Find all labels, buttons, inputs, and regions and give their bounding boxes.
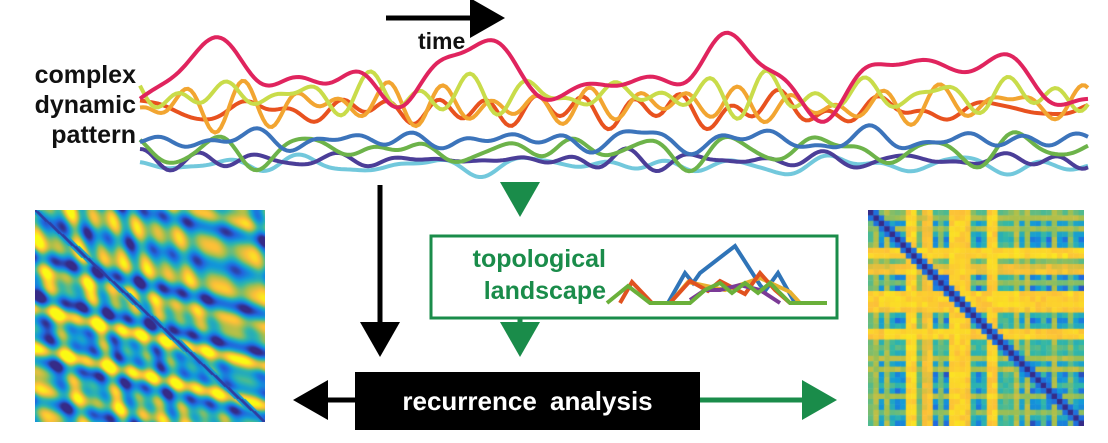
label-line: dynamic <box>34 91 136 119</box>
time-series-line <box>138 68 1090 121</box>
landscape-blue <box>666 243 797 304</box>
time-series-line <box>139 123 1089 157</box>
time-series-line <box>139 146 1089 174</box>
landscape-green <box>605 280 827 305</box>
recurrence-plot-left <box>35 210 265 422</box>
recurrence-matrix-right <box>868 210 1084 426</box>
topological-landscape-box <box>429 234 839 320</box>
complex-dynamic-pattern-label: complex dynamic pattern <box>8 60 136 150</box>
recurrence-analysis-box: recurrence analysis <box>355 372 700 430</box>
time-series-line <box>139 87 1089 132</box>
time-label: time <box>418 28 466 54</box>
topological-landscape-label: topological landscape <box>438 243 606 307</box>
topo-line: landscape <box>483 277 606 305</box>
label-line: complex <box>34 61 136 89</box>
landscape-plot <box>605 243 827 305</box>
label-line: pattern <box>51 121 136 149</box>
time-series-group <box>138 30 1090 179</box>
time-series-line <box>139 152 1089 179</box>
topo-line: topological <box>472 245 606 273</box>
time-series-line <box>138 30 1089 124</box>
